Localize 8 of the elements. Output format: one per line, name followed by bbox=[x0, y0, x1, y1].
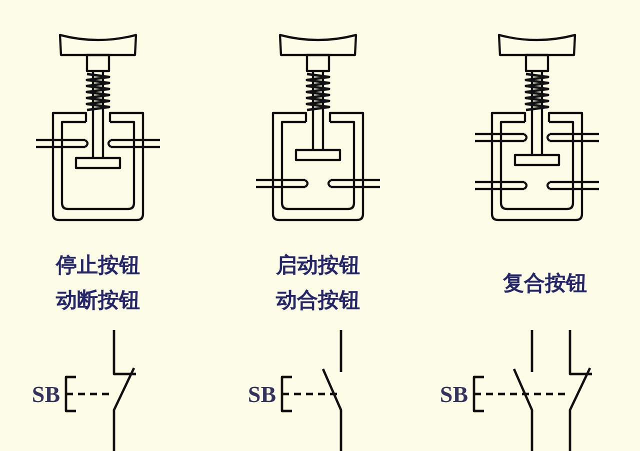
component-title: 启动按钮 bbox=[276, 252, 360, 279]
symbol-label: SB bbox=[248, 382, 276, 408]
symbol-label: SB bbox=[440, 382, 468, 408]
component-title: 动合按钮 bbox=[276, 287, 360, 314]
symbol-label: SB bbox=[32, 382, 60, 408]
component-title: 停止按钮 bbox=[56, 252, 140, 279]
component-title: 动断按钮 bbox=[56, 287, 140, 314]
component-title: 复合按钮 bbox=[503, 270, 587, 297]
